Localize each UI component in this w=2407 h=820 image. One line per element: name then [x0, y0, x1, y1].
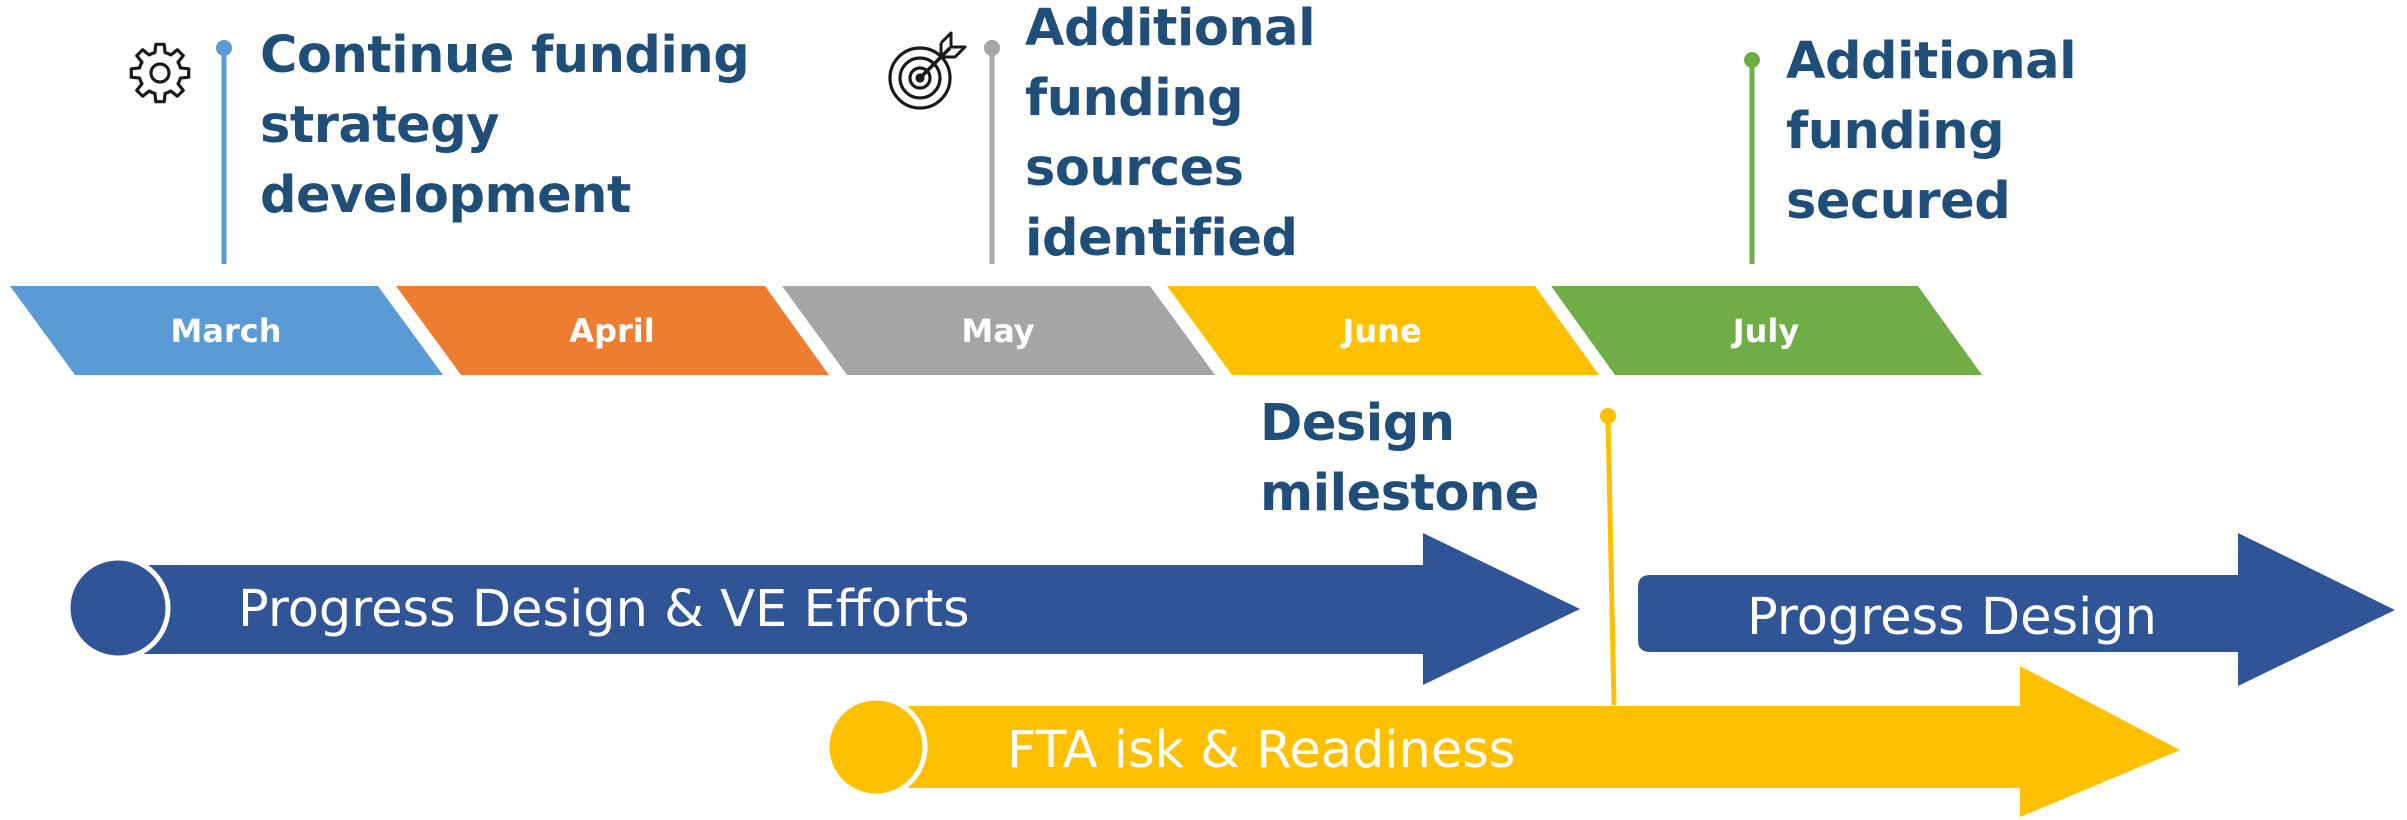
progress-design-arrow-body — [1638, 533, 2395, 686]
milestone-may-line: identified — [1025, 209, 1298, 268]
milestone-may-line: funding — [1025, 69, 1244, 128]
progress-design-ve-label: Progress Design & VE Efforts — [238, 580, 970, 639]
milestone-pin-july — [1744, 52, 1760, 264]
month-may: May — [782, 286, 1215, 375]
month-june-shape — [1167, 286, 1599, 375]
month-april-shape — [396, 286, 829, 375]
milestone-may-caption: Additional funding sources identified — [1025, 0, 1316, 274]
month-april: April — [396, 286, 829, 375]
progress-design-ve-arrow-body — [140, 533, 1580, 685]
month-may-label: May — [961, 312, 1034, 350]
month-june-label: June — [1340, 312, 1421, 350]
milestone-design-line: milestone — [1260, 464, 1539, 523]
milestone-july-caption: Additional funding secured — [1786, 27, 2077, 237]
progress-design-ve-arrow-start-cap — [65, 555, 171, 661]
milestone-july-line: funding — [1786, 102, 2005, 161]
milestone-march-line: Continue funding — [260, 26, 750, 85]
milestone-design-line: Design — [1260, 394, 1455, 453]
progress-design-arrow: Progress Design — [1638, 533, 2395, 686]
milestone-march-line: development — [260, 166, 631, 225]
fta-risk-readiness-arrow: FTA isk & Readiness — [824, 666, 2180, 817]
month-may-shape — [782, 286, 1215, 375]
month-march-label: March — [171, 312, 282, 350]
milestone-design-caption: Design milestone — [1260, 389, 1539, 529]
milestone-july-line: secured — [1786, 172, 2011, 231]
fta-risk-readiness-label: FTA isk & Readiness — [1007, 721, 1515, 780]
month-april-label: April — [569, 312, 654, 350]
month-june: June — [1167, 286, 1599, 375]
progress-design-ve-arrow: Progress Design & VE Efforts — [65, 533, 1580, 685]
milestone-march-line: strategy — [260, 96, 500, 155]
gear-icon-outline — [129, 42, 191, 104]
month-july-label: July — [1731, 312, 1800, 350]
milestone-pin-may — [984, 40, 1000, 264]
fta-risk-readiness-arrow-body — [898, 666, 2180, 817]
milestone-pin-design — [1600, 408, 1617, 706]
milestone-july-line: Additional — [1786, 32, 2077, 91]
target-icon — [888, 31, 967, 110]
gear-icon-hub — [149, 62, 171, 84]
month-july-shape — [1551, 286, 1982, 375]
milestone-march-caption: Continue funding strategy development — [260, 21, 750, 231]
month-march-shape — [10, 286, 443, 375]
milestone-may-line: sources — [1025, 139, 1244, 198]
milestone-may-line: Additional — [1025, 0, 1316, 58]
milestone-pin-march — [216, 40, 232, 264]
month-march: March — [10, 286, 443, 375]
gear-icon — [129, 42, 191, 104]
month-july: July — [1551, 286, 1982, 375]
progress-design-label: Progress Design — [1747, 588, 2157, 647]
fta-risk-readiness-arrow-start-cap — [824, 695, 928, 799]
month-band: March April May June July — [10, 286, 1982, 375]
